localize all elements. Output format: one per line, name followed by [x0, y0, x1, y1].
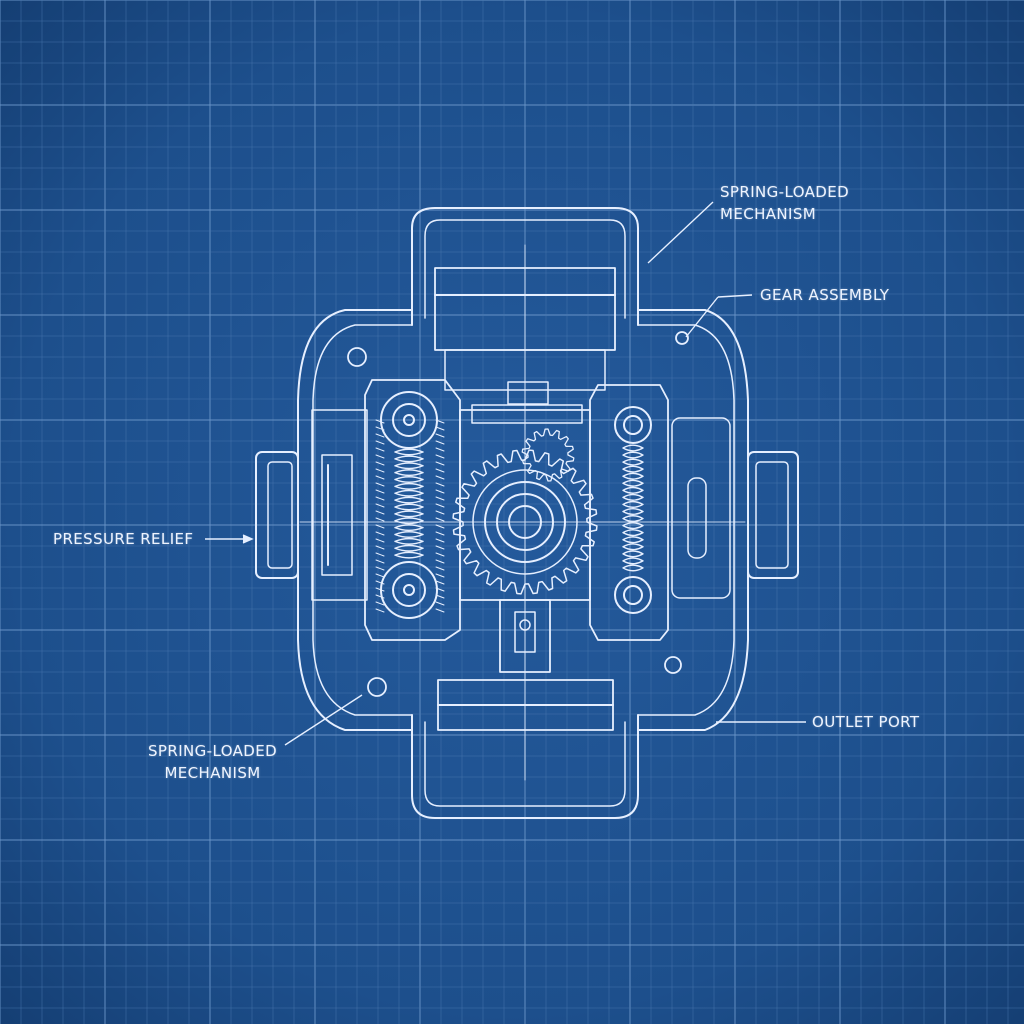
- left-rack: [375, 419, 445, 613]
- leader-spring-top: [647, 201, 714, 264]
- small-gear: [521, 428, 575, 482]
- top-cap: [411, 207, 639, 326]
- mounting-holes: [347, 331, 689, 697]
- callout-line-2: MECHANISM: [720, 205, 817, 223]
- bottom-cap: [411, 714, 639, 819]
- callout-pressure-relief: PRESSURE RELIEF: [53, 530, 194, 548]
- left-spring: [394, 448, 424, 559]
- leader-lines: [205, 201, 806, 746]
- right-port: [747, 451, 799, 579]
- bottom-stem: [499, 599, 551, 673]
- callout-spring-loaded-mechanism-top: SPRING-LOADED MECHANISM: [720, 181, 849, 225]
- left-spring-frame: [364, 379, 461, 641]
- callout-line-2: MECHANISM: [164, 764, 261, 782]
- main-gear: [452, 449, 598, 595]
- callout-spring-loaded-mechanism-bottom: SPRING-LOADED MECHANISM: [148, 740, 277, 784]
- callout-line-1: SPRING-LOADED: [148, 742, 278, 760]
- left-port: [255, 451, 299, 579]
- leader-gear: [717, 294, 753, 298]
- leader-spring-bottom: [284, 694, 363, 746]
- callout-gear-assembly: GEAR ASSEMBLY: [760, 286, 890, 304]
- callout-line-1: SPRING-LOADED: [720, 183, 850, 201]
- device-outline: [255, 207, 799, 819]
- right-spring: [622, 444, 644, 572]
- center-lines: [299, 244, 746, 781]
- callout-outlet-port: OUTLET PORT: [812, 713, 920, 731]
